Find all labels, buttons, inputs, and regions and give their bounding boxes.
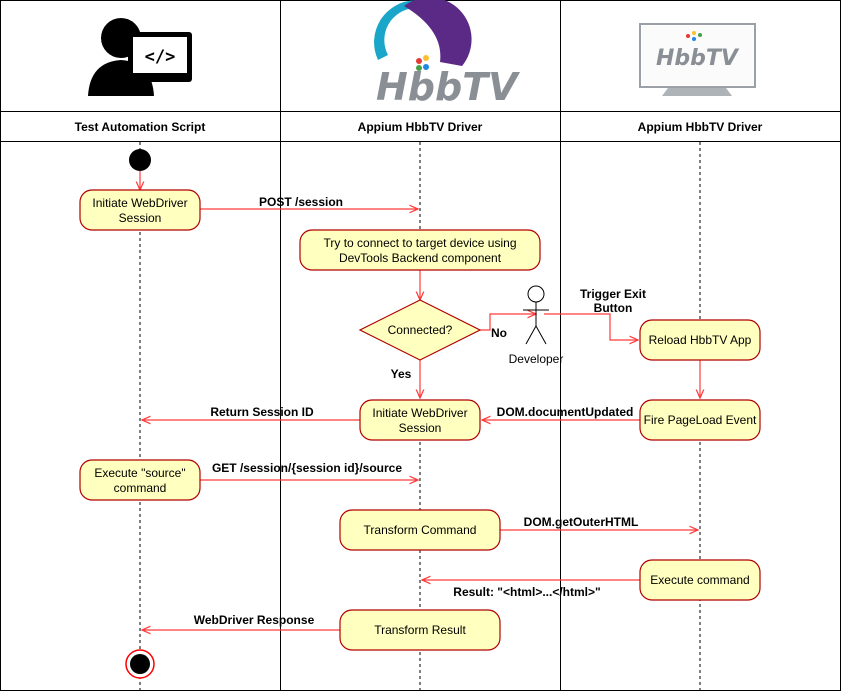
lane-title-script: Test Automation Script — [75, 120, 206, 134]
node-try-connect-line2: DevTools Backend component — [339, 251, 502, 265]
end-node — [125, 649, 155, 679]
decision-connected: Connected? — [358, 299, 482, 361]
node-initiate-webdriver-line2: Session — [119, 211, 162, 225]
lane-title-driver: Appium HbbTV Driver — [358, 120, 483, 134]
node-try-connect-line1: Try to connect to target device using — [324, 236, 517, 250]
hbbtv-logo-text: HbbTV — [376, 65, 520, 109]
node-fire-pageload: Fire PageLoad Event — [639, 399, 761, 441]
edge-no-developer — [478, 314, 536, 331]
msg-dom-get-outer-html: DOM.getOuterHTML — [524, 515, 639, 529]
node-initiate-webdriver: Initiate WebDriver Session — [79, 189, 201, 231]
node-execute-source-line2: command — [114, 481, 167, 495]
hbbtv-logo: HbbTV — [374, 0, 520, 109]
developer-actor-icon — [523, 285, 549, 345]
node-try-connect: Try to connect to target device using De… — [299, 229, 541, 271]
edge-trigger-exit — [544, 313, 638, 340]
decision-connected-label: Connected? — [388, 323, 453, 337]
msg-post-session: POST /session — [259, 195, 343, 209]
node-execute-command: Execute command — [639, 559, 761, 601]
node-transform-result: Transform Result — [339, 609, 501, 651]
node-initiate-session-driver: Initiate WebDriver Session — [359, 399, 481, 441]
node-fire-pageload-label: Fire PageLoad Event — [644, 413, 757, 427]
node-reload-app-label: Reload HbbTV App — [649, 333, 752, 347]
node-initiate-session-driver-line1: Initiate WebDriver — [372, 406, 467, 420]
node-initiate-webdriver-line1: Initiate WebDriver — [92, 196, 187, 210]
node-reload-app: Reload HbbTV App — [639, 319, 761, 361]
hbbtv-tv-logo-text: HbbTV — [656, 46, 740, 71]
msg-dom-document-updated: DOM.documentUpdated — [497, 405, 634, 419]
msg-yes: Yes — [391, 367, 412, 381]
lane-title-device: Appium HbbTV Driver — [638, 120, 763, 134]
node-execute-command-label: Execute command — [650, 573, 749, 587]
msg-result-html: Result: "<html>...</html>" — [453, 585, 600, 599]
node-transform-command-label: Transform Command — [364, 523, 477, 537]
hbbtv-tv-icon: HbbTV — [639, 23, 756, 96]
start-node — [129, 149, 151, 171]
node-transform-result-label: Transform Result — [374, 623, 466, 637]
actor-label: Developer — [509, 352, 564, 366]
node-initiate-session-driver-line2: Session — [399, 421, 442, 435]
msg-trigger-exit-line1: Trigger Exit — [580, 287, 646, 301]
node-execute-source-line1: Execute "source" — [94, 466, 185, 480]
msg-get-source: GET /session/{session id}/source — [212, 461, 402, 475]
edges — [140, 171, 700, 630]
msg-no: No — [491, 326, 507, 340]
node-transform-command: Transform Command — [339, 509, 501, 551]
msg-return-session-id: Return Session ID — [210, 405, 314, 419]
msg-webdriver-response: WebDriver Response — [194, 613, 315, 627]
svg-text:</>: </> — [145, 47, 176, 67]
developer-laptop-icon: </> — [88, 18, 192, 96]
node-execute-source: Execute "source" command — [79, 459, 201, 501]
msg-trigger-exit-line2: Button — [594, 301, 633, 315]
